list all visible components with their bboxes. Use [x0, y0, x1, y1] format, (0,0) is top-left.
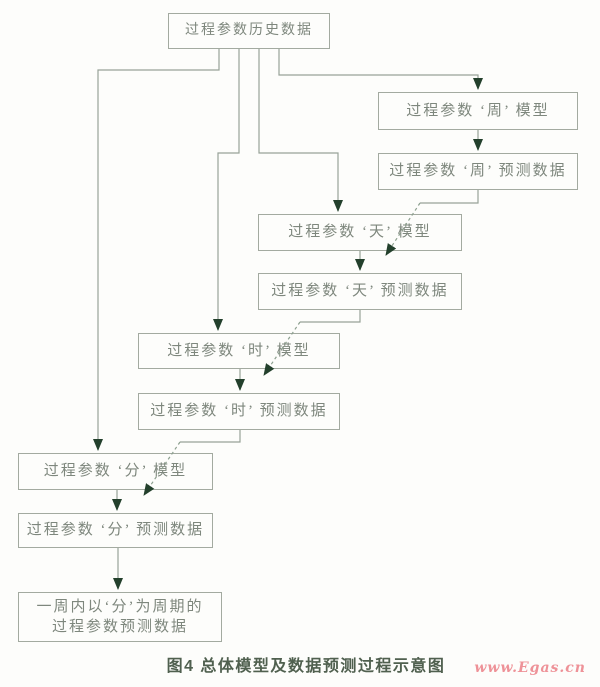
arrow-history-to-day-model: [258, 49, 343, 212]
arrow-history-to-week-model: [278, 49, 483, 90]
elbow-hour-data-cascade: [180, 430, 241, 443]
node-minute-model: 过程参数 ‘分’ 模型: [18, 453, 213, 490]
node-week-model: 过程参数 ‘周’ 模型: [378, 92, 578, 130]
elbow-day-data-cascade: [300, 310, 361, 323]
arrow-history-to-hour-model: [213, 49, 240, 331]
node-history-data: 过程参数历史数据: [168, 13, 330, 49]
node-minute-forecast-data: 过程参数 ‘分’ 预测数据: [18, 513, 213, 548]
node-hour-forecast-data: 过程参数 ‘时’ 预测数据: [138, 393, 340, 430]
final-node-line1: 一周内以‘分’为周期的: [36, 598, 204, 615]
node-day-forecast-data: 过程参数 ‘天’ 预测数据: [258, 273, 462, 310]
figure-caption: 图4 总体模型及数据预测过程示意图: [166, 658, 446, 675]
elbow-week-data-cascade: [420, 190, 479, 204]
node-week-forecast-data: 过程参数 ‘周’ 预测数据: [378, 153, 578, 190]
node-weekly-minute-forecast: 一周内以‘分’为周期的 过程参数预测数据: [18, 592, 222, 642]
node-day-model: 过程参数 ‘天’ 模型: [258, 214, 462, 251]
site-watermark: www.Egas.cn: [474, 660, 586, 676]
final-node-line2: 过程参数预测数据: [51, 619, 188, 635]
node-hour-model: 过程参数 ‘时’ 模型: [138, 333, 340, 369]
arrow-history-to-minute-model: [93, 49, 220, 451]
